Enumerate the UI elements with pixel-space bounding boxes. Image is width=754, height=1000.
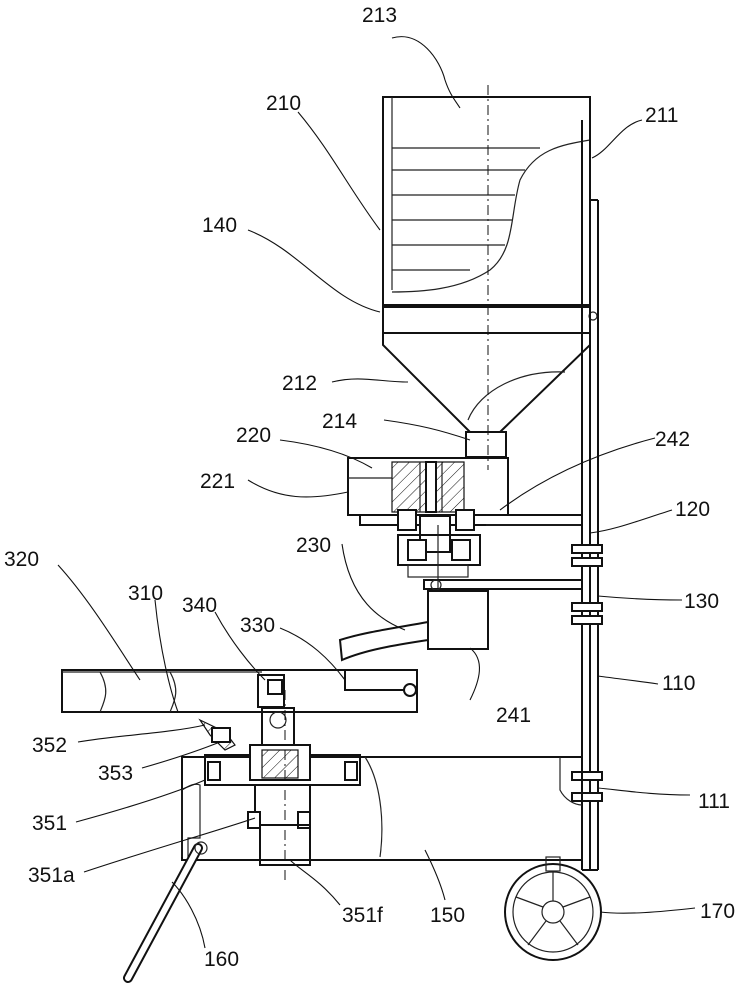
- label-340: 340: [182, 594, 217, 617]
- label-351a: 351a: [28, 864, 75, 887]
- label-352: 352: [32, 734, 67, 757]
- hopper-funnel: [383, 333, 590, 457]
- label-310: 310: [128, 582, 163, 605]
- wheel-170: [505, 857, 601, 960]
- label-351: 351: [32, 812, 67, 835]
- drive-mechanism: [398, 510, 480, 590]
- label-230: 230: [296, 534, 331, 557]
- base-150: [182, 757, 582, 860]
- label-110: 110: [662, 672, 695, 695]
- handle-160: [128, 842, 207, 978]
- frame-110: [582, 120, 598, 870]
- label-212: 212: [282, 372, 317, 395]
- label-213: 213: [362, 4, 397, 27]
- chute-230: [340, 622, 428, 660]
- label-320: 320: [4, 548, 39, 571]
- label-170: 170: [700, 900, 735, 923]
- metering-block: [348, 458, 508, 515]
- label-241: 241: [496, 704, 531, 727]
- coupler-352: [200, 720, 235, 750]
- ring-band: [383, 305, 597, 333]
- label-130: 130: [684, 590, 719, 613]
- label-160: 160: [204, 948, 239, 971]
- motor-241: [428, 591, 488, 649]
- label-120: 120: [675, 498, 710, 521]
- label-353: 353: [98, 762, 133, 785]
- plate-130: [424, 580, 582, 590]
- label-221: 221: [200, 470, 235, 493]
- label-242: 242: [655, 428, 690, 451]
- label-210: 210: [266, 92, 301, 115]
- label-140: 140: [202, 214, 237, 237]
- label-150: 150: [430, 904, 465, 927]
- label-211: 211: [645, 104, 678, 127]
- hopper-upper-box: [383, 97, 590, 307]
- label-330: 330: [240, 614, 275, 637]
- turntable-assembly: [62, 670, 417, 712]
- label-351f: 351f: [342, 904, 383, 927]
- label-214: 214: [322, 410, 357, 433]
- label-111: 111: [698, 790, 730, 813]
- leader-lines: [58, 37, 695, 948]
- reference-labels: 213 210 211 140 212 214 220 242 221 120 …: [4, 4, 735, 971]
- label-220: 220: [236, 424, 271, 447]
